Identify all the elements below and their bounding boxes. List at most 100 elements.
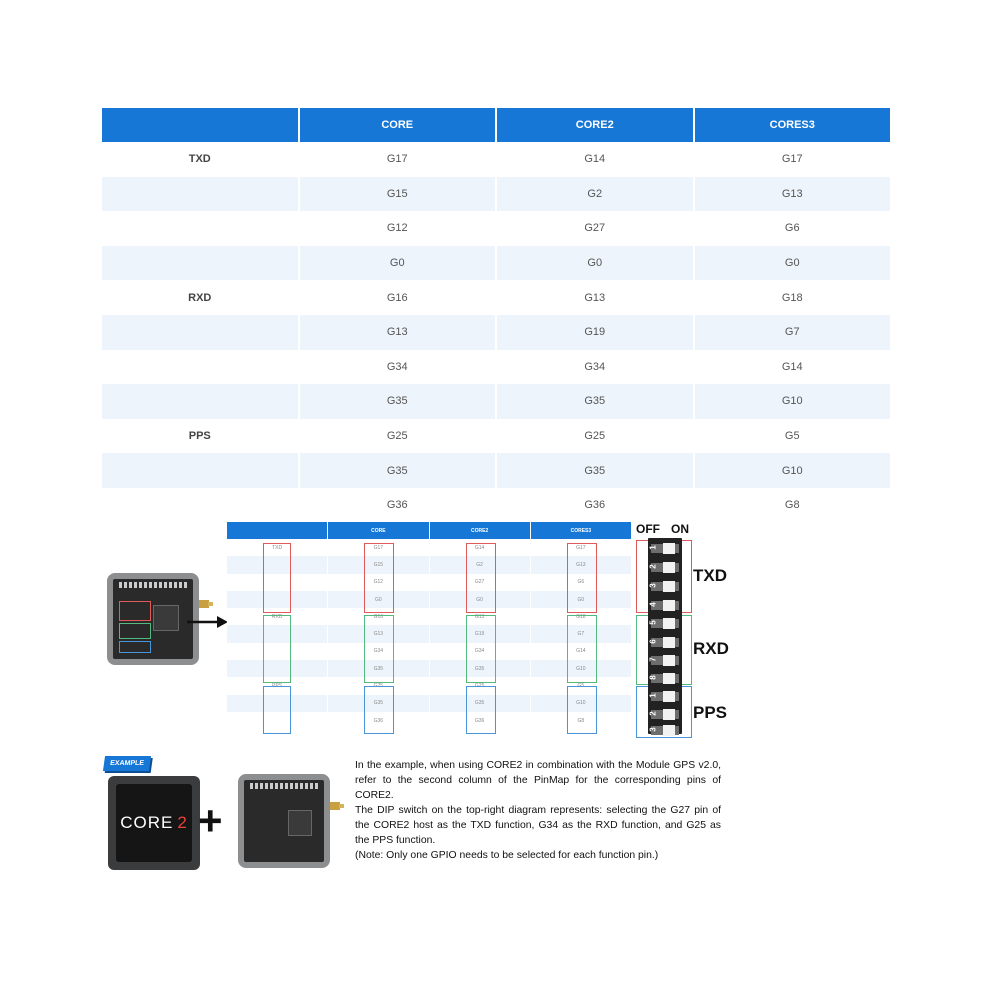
txd-frame-core2	[466, 543, 496, 613]
dip-switch-number: 7	[648, 657, 658, 662]
gps-module-image-example	[238, 774, 330, 868]
pinmap-pin-cell: G19	[497, 314, 693, 350]
mini-pin-cell: G35	[429, 660, 530, 678]
pps-frame-core2	[466, 686, 496, 734]
pinmap-pin-cell: G35	[497, 384, 693, 419]
pinmap-pin-cell: G7	[694, 314, 890, 350]
pinmap-pin-cell: G15	[299, 176, 495, 212]
example-description: In the example, when using CORE2 in comb…	[355, 758, 721, 863]
rxd-frame-core	[364, 615, 394, 683]
core2-screen-highlight: 2	[177, 813, 188, 832]
mini-header-cell: CORE	[328, 522, 429, 539]
rxd-frame-core2	[466, 615, 496, 683]
mini-function-cell	[227, 694, 328, 712]
pinmap-pin-cell: G13	[497, 280, 693, 315]
dip-switch-number: 4	[648, 602, 658, 607]
mini-pin-cell: G27	[429, 573, 530, 591]
header-pins	[250, 783, 318, 789]
mini-header-cell: CORE2	[429, 522, 530, 539]
mini-pin-cell: G17	[530, 539, 631, 557]
pinmap-function-cell	[102, 349, 298, 385]
mini-pin-cell: G10	[530, 694, 631, 712]
dip-switch-number: 1	[648, 693, 658, 698]
mini-pin-cell: G34	[328, 642, 429, 661]
pinmap-function-cell	[102, 487, 298, 523]
gps-module-image	[107, 573, 199, 665]
description-paragraph: In the example, when using CORE2 in comb…	[355, 760, 721, 801]
dip-switch-toggle: 6	[648, 634, 682, 651]
dip-switch-number: 2	[648, 564, 658, 569]
mini-pin-cell: G0	[429, 590, 530, 609]
mini-function-cell	[227, 625, 328, 643]
pinmap-pin-cell: G5	[694, 418, 890, 454]
mini-function-cell	[227, 660, 328, 678]
dip-switch-toggle: 4	[648, 597, 682, 614]
pinmap-pin-cell: G17	[694, 142, 890, 177]
dip-switch-toggle: 2	[648, 706, 682, 723]
mini-pin-cell: G6	[530, 573, 631, 591]
mini-pin-cell: G0	[328, 590, 429, 609]
mini-pin-cell: G13	[530, 556, 631, 574]
pinmap-function-cell	[102, 245, 298, 281]
dip-switch-toggle: 3	[648, 722, 682, 739]
mini-pin-cell: G7	[530, 625, 631, 643]
mini-pin-cell: G13	[328, 625, 429, 643]
pinmap-pin-cell: G10	[694, 453, 890, 488]
pinmap-pin-cell: G0	[299, 245, 495, 281]
mini-function-cell	[227, 590, 328, 609]
dip-switch-number: 6	[648, 639, 658, 644]
pinmap-pin-cell: G8	[694, 487, 890, 523]
mini-function-cell	[227, 642, 328, 661]
pinmap-pin-cell: G6	[694, 211, 890, 246]
pinmap-function-cell	[102, 314, 298, 350]
pinmap-pin-cell: G34	[299, 349, 495, 385]
mini-function-cell	[227, 556, 328, 574]
mini-pin-cell: G19	[429, 625, 530, 643]
pinmap-pin-cell: G16	[299, 280, 495, 315]
mini-pin-cell: G17	[328, 539, 429, 557]
txd-frame-core	[364, 543, 394, 613]
arrow-right-icon	[187, 616, 228, 628]
dip-switch-number: 3	[648, 583, 658, 588]
dip-off-label: OFF	[636, 522, 660, 536]
pinmap-function-cell	[102, 176, 298, 212]
pinmap-pin-cell: G14	[694, 349, 890, 385]
module-rxd-highlight	[119, 623, 151, 639]
mini-pin-cell: G8	[530, 711, 631, 730]
mini-pin-cell: G16	[328, 608, 429, 626]
plus-sign: +	[198, 797, 223, 844]
dip-switch-number: 8	[648, 675, 658, 680]
pinmap-pin-cell: G18	[694, 280, 890, 315]
header-cell	[102, 108, 298, 142]
mini-header-row: CORE CORE2 CORES3	[227, 522, 631, 539]
pinmap-pin-cell: G35	[299, 453, 495, 488]
pinmap-pin-cell: G13	[694, 176, 890, 212]
mini-function-cell	[227, 711, 328, 730]
pinmap-pin-cell: G36	[299, 487, 495, 523]
pinmap-pin-cell: G36	[497, 487, 693, 523]
dip-switch-toggle: 2	[648, 559, 682, 576]
mini-pin-cell: G13	[429, 608, 530, 626]
pinmap-function-cell: TXD	[102, 142, 298, 177]
pinmap-pin-cell: G35	[299, 384, 495, 419]
txd-frame-function	[263, 543, 291, 613]
